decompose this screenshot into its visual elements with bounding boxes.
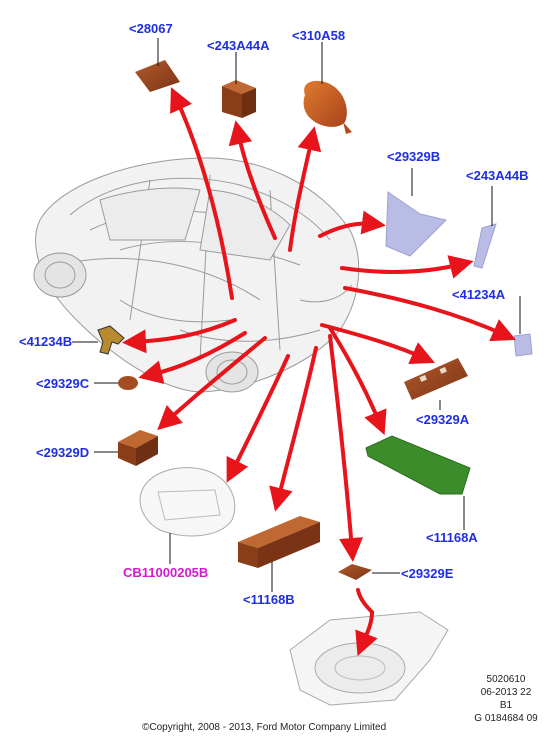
arrow-29329E <box>330 336 352 550</box>
part-243A44B-strip[interactable] <box>474 224 496 268</box>
part-29329A-pad[interactable] <box>404 358 468 400</box>
label-29329C[interactable]: <29329C <box>36 376 89 391</box>
label-243A44B[interactable]: <243A44B <box>466 168 529 183</box>
part-243A44A-block[interactable] <box>222 80 256 118</box>
part-29329B-pad[interactable] <box>386 192 446 256</box>
vehicle-wireframe <box>34 158 359 392</box>
drawing-reference: G 0184684 09 <box>466 713 546 724</box>
label-29329B[interactable]: <29329B <box>387 149 440 164</box>
label-28067[interactable]: <28067 <box>129 21 173 36</box>
drawing-date: 06-2013 22 <box>470 687 542 698</box>
part-29329E-pad[interactable] <box>338 564 372 580</box>
drawing-revision: B1 <box>470 700 542 711</box>
label-11168A[interactable]: <11168A <box>426 530 478 545</box>
part-11168A-pad[interactable] <box>366 436 470 494</box>
label-41234A[interactable]: <41234A <box>452 287 505 302</box>
label-29329D[interactable]: <29329D <box>36 445 89 460</box>
label-29329A[interactable]: <29329A <box>416 412 469 427</box>
copyright-notice: ©Copyright, 2008 - 2013, Ford Motor Comp… <box>142 722 386 733</box>
part-29329C-disc[interactable] <box>118 376 138 390</box>
label-243A44A[interactable]: <243A44A <box>207 38 270 53</box>
label-310A58[interactable]: <310A58 <box>292 28 345 43</box>
part-29329D-block[interactable] <box>118 430 158 466</box>
drawing-number: 5020610 <box>470 674 542 685</box>
label-11168B[interactable]: <11168B <box>243 592 295 607</box>
label-29329E[interactable]: <29329E <box>401 566 453 581</box>
part-41234A-pad[interactable] <box>514 334 532 356</box>
label-41234B[interactable]: <41234B <box>19 334 72 349</box>
part-CB11000205B-tray[interactable] <box>140 468 235 536</box>
label-CB11000205B[interactable]: CB11000205B <box>123 565 208 580</box>
part-310A58-bag[interactable] <box>304 81 352 134</box>
arrow-243A44B <box>342 264 462 272</box>
part-11168B-block[interactable] <box>238 516 320 568</box>
